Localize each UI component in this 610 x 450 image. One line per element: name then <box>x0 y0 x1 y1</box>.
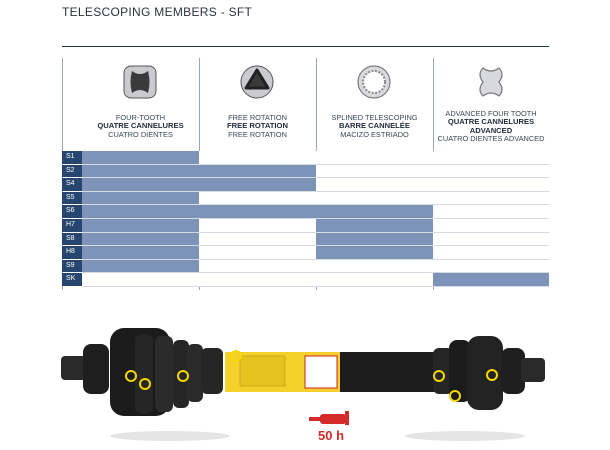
cell-empty <box>433 246 549 259</box>
cell-available <box>433 273 549 286</box>
cell-empty <box>433 259 549 273</box>
cell-empty <box>316 151 433 164</box>
row-label: S6 <box>62 205 82 218</box>
cell-available <box>199 178 316 191</box>
row-divider <box>82 177 549 179</box>
cell-empty <box>316 178 433 191</box>
row-divider <box>82 272 549 274</box>
cell-empty <box>199 151 316 164</box>
header-line-fr-2: ADVANCED <box>469 125 513 135</box>
row-divider <box>82 245 549 247</box>
row-divider <box>82 204 549 206</box>
table-row: S8 <box>62 232 549 247</box>
free-rotation-profile-icon <box>240 65 274 99</box>
cell-available <box>316 205 433 218</box>
table-row: S9 <box>62 259 549 274</box>
title-rule <box>62 46 549 47</box>
cell-available <box>82 191 199 205</box>
cell-empty <box>433 232 549 246</box>
row-label: SK <box>62 273 82 286</box>
cell-empty <box>316 191 433 205</box>
cell-available <box>316 246 433 259</box>
cell-available <box>82 219 199 232</box>
header-line-fr: FREE ROTATION <box>227 121 288 131</box>
header-line-en: ADVANCED FOUR TOOTH <box>445 109 537 118</box>
cell-available <box>82 246 199 259</box>
header-line-fr: QUATRE CANNELURES <box>447 117 535 127</box>
cell-empty <box>199 246 316 259</box>
row-label: S8 <box>62 232 82 246</box>
cell-available <box>199 205 316 218</box>
header-line-en: FOUR-TOOTH <box>115 113 166 122</box>
table-row: S5 <box>62 191 549 206</box>
header-line-en: SPLINED TELESCOPING <box>331 113 418 122</box>
table-row: H8 <box>62 246 549 260</box>
cell-empty <box>199 273 316 286</box>
cell-empty <box>199 259 316 273</box>
table-row: S2 <box>62 164 549 179</box>
table-row: SK <box>62 273 549 287</box>
cell-empty <box>199 232 316 246</box>
row-divider <box>82 217 549 219</box>
cell-available <box>82 164 199 178</box>
cell-available <box>316 232 433 246</box>
column-header-free-rotation: FREE ROTATION FREE ROTATION FREE ROTATIO… <box>199 58 316 151</box>
cell-empty <box>316 273 433 286</box>
row-divider <box>82 163 549 165</box>
grease-gun-icon <box>309 411 349 425</box>
row-label: H7 <box>62 219 82 232</box>
telescoping-table: FOUR-TOOTH QUATRE CANNELURES CUATRO DIEN… <box>62 58 549 290</box>
row-label: S4 <box>62 178 82 191</box>
cell-empty <box>316 259 433 273</box>
page-title: TELESCOPING MEMBERS - SFT <box>62 5 253 19</box>
cell-available <box>82 151 199 164</box>
table-row: S1 <box>62 151 549 165</box>
table-row: S4 <box>62 178 549 192</box>
lubrication-interval: 50 h <box>318 428 345 443</box>
cell-empty <box>433 205 549 218</box>
cell-available <box>82 259 199 273</box>
cell-empty <box>433 151 549 164</box>
four-tooth-profile-icon <box>123 65 157 99</box>
row-divider <box>82 190 549 192</box>
cell-available <box>199 164 316 178</box>
row-label: S5 <box>62 191 82 205</box>
cell-available <box>82 232 199 246</box>
cell-available <box>82 178 199 191</box>
table-row: H7 <box>62 219 549 233</box>
row-label: S9 <box>62 259 82 273</box>
cell-empty <box>433 164 549 178</box>
cell-empty <box>82 273 199 286</box>
driveshaft-illustration <box>61 328 545 441</box>
table-row: S6 <box>62 205 549 219</box>
cell-empty <box>433 191 549 205</box>
cell-available <box>82 205 199 218</box>
column-header-four-tooth: FOUR-TOOTH QUATRE CANNELURES CUATRO DIEN… <box>82 58 199 151</box>
cell-empty <box>316 164 433 178</box>
header-line-es: MACIZO ESTRIADO <box>340 129 409 139</box>
column-header-advanced: ADVANCED FOUR TOOTH QUATRE CANNELURES AD… <box>433 58 549 151</box>
splined-telescoping-profile-icon <box>357 65 391 99</box>
header-line-es: CUATRO DIENTES ADVANCED <box>437 133 545 143</box>
cell-empty <box>199 191 316 205</box>
cell-empty <box>433 219 549 232</box>
header-line-es: CUATRO DIENTES <box>108 129 173 139</box>
column-header-splined: SPLINED TELESCOPING BARRE CANNELÉE MACIZ… <box>316 58 433 151</box>
row-divider <box>82 285 549 287</box>
row-divider <box>82 231 549 233</box>
cell-empty <box>199 219 316 232</box>
header-line-es: FREE ROTATION <box>228 129 287 139</box>
cell-empty <box>433 178 549 191</box>
row-label: S1 <box>62 151 82 164</box>
row-label: H8 <box>62 246 82 259</box>
header-line-fr: BARRE CANNELÉE <box>339 121 410 131</box>
row-label: S2 <box>62 164 82 178</box>
header-line-fr: QUATRE CANNELURES <box>97 121 184 131</box>
advanced-four-tooth-profile-icon <box>479 67 503 97</box>
row-divider <box>82 258 549 260</box>
cell-available <box>316 219 433 232</box>
header-line-en: FREE ROTATION <box>228 113 287 122</box>
